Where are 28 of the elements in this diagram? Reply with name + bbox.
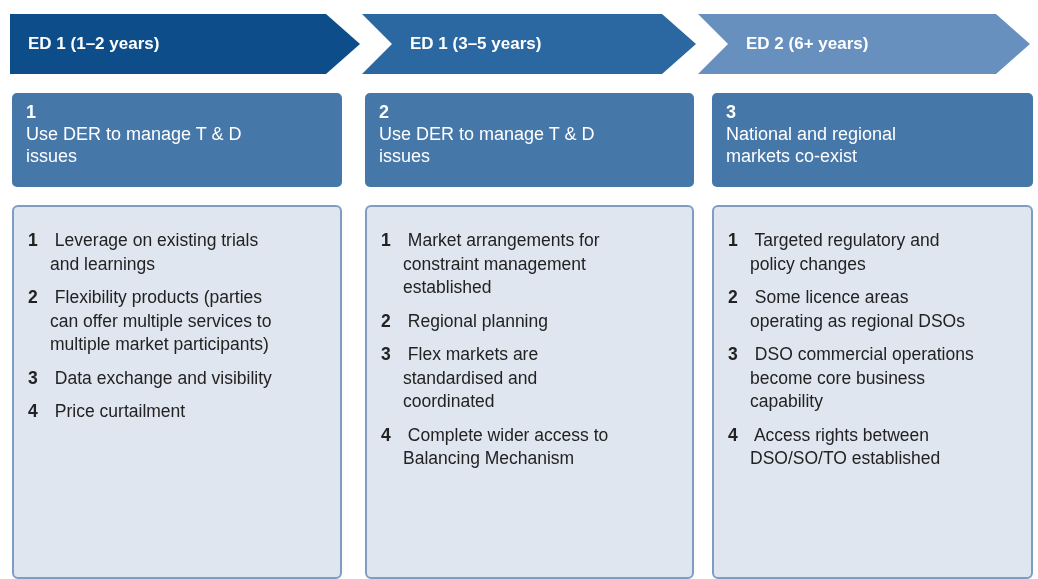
item-list-panel	[365, 205, 694, 579]
list-item: 4 Complete wider access to Balancing Mechanism	[381, 423, 610, 470]
list-item: 2 Regional planning	[381, 309, 549, 333]
stage-number: 1	[26, 101, 37, 123]
list-item: 4 Price curtailment	[28, 400, 187, 423]
stage-label: ED 1 (3–5 years)	[410, 34, 542, 54]
list-item: 1 Leverage on existing trials and learnings	[28, 229, 260, 276]
stage-number: 3	[726, 101, 737, 123]
stage-header-box	[712, 93, 1033, 187]
list-item: 2 Flexibility products (parties can offer multiple services to multiple market participants)	[28, 286, 273, 356]
stage-header-box	[365, 93, 694, 187]
list-item: 1 Market arrangements for constraint management established	[381, 229, 601, 299]
timeline-stage-band	[10, 14, 360, 74]
list-item: 3 DSO commercial operations become core business capability	[728, 343, 975, 413]
list-item: 4 Access rights between DSO/SO/TO established	[728, 423, 942, 470]
item-list-panel	[12, 205, 342, 579]
stage-label: ED 2 (6+ years)	[746, 34, 869, 54]
stage-title: Use DER to manage T & D issues	[379, 123, 596, 167]
list-item: 3 Data exchange and visibility	[28, 366, 273, 390]
list-item: 3 Flex markets are standardised and coordinated	[381, 343, 540, 413]
stage-number: 2	[379, 101, 390, 123]
item-list-panel	[712, 205, 1033, 579]
stage-title: Use DER to manage T & D issues	[26, 123, 243, 167]
list-item: 1 Targeted regulatory and policy changes	[728, 229, 941, 276]
list-item: 2 Some licence areas operating as regional DSOs	[728, 286, 966, 333]
stage-label: ED 1 (1–2 years)	[28, 34, 160, 54]
stage-header-box	[12, 93, 342, 187]
stage-title: National and regional markets co-exist	[726, 123, 898, 167]
